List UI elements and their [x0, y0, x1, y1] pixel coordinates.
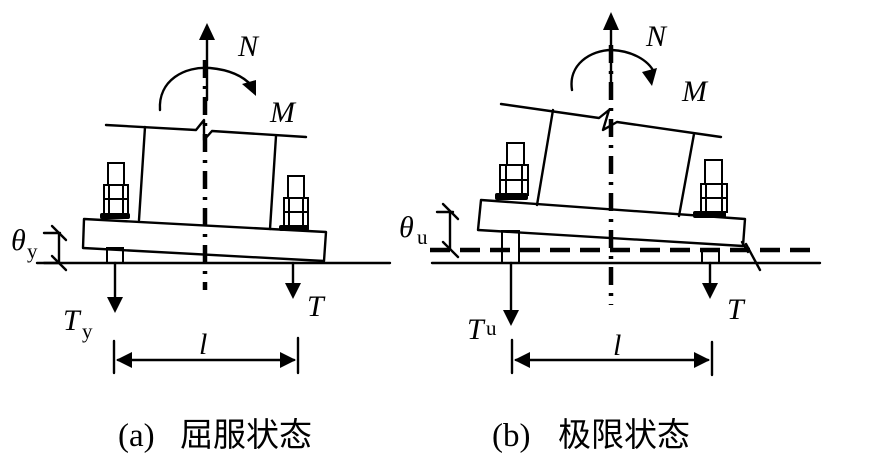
base-plate — [476, 198, 747, 248]
caption-text: 屈服状态 — [180, 417, 312, 454]
span-arrowhead-left-icon — [116, 352, 132, 368]
column-break-line — [499, 102, 723, 139]
moment-arrowhead-icon — [242, 80, 256, 96]
rotation-indicator — [42, 224, 68, 272]
axial-force-label: N — [237, 30, 260, 63]
span-arrowhead-left-icon — [514, 352, 530, 368]
base-plate — [81, 217, 328, 263]
caption-label: (a) — [118, 418, 155, 454]
moment-label: M — [269, 96, 297, 129]
moment-label: M — [681, 75, 709, 108]
panel-a-yield-state: N M θ y T y T l (a) 屈服状态 — [11, 23, 392, 454]
right-tension-arrowhead-icon — [285, 283, 301, 299]
right-tension-symbol: T — [307, 290, 326, 323]
nut-right — [279, 175, 309, 231]
span-arrowhead-right-icon — [694, 352, 710, 368]
nut-left — [100, 162, 130, 219]
rotation-symbol: θ — [11, 224, 26, 257]
anchor-bolt-left — [501, 230, 520, 264]
caption-label: (b) — [492, 418, 530, 454]
axial-force-label: N — [645, 20, 668, 53]
moment-arrowhead-icon — [642, 68, 657, 86]
span-symbol: l — [613, 329, 621, 362]
axial-force-arrowhead-icon — [199, 23, 215, 40]
column-flange-right — [677, 132, 696, 218]
nut-right — [693, 159, 728, 218]
span-symbol: l — [199, 328, 207, 361]
moment-arc — [570, 48, 656, 92]
left-tension-subscript: u — [486, 316, 497, 340]
column-flange-right — [268, 134, 278, 231]
right-tension-arrowhead-icon — [702, 283, 718, 299]
panel-b-ultimate-state: N M θ u T u T l (b) 极限状态 — [399, 12, 822, 454]
rotation-subscript: u — [417, 225, 428, 249]
rotation-indicator — [435, 202, 762, 272]
column-break-line — [104, 118, 308, 142]
right-tension-symbol: T — [727, 293, 746, 326]
moment-arc — [158, 66, 254, 112]
axial-force-arrowhead-icon — [603, 12, 619, 30]
left-tension-subscript: y — [82, 319, 93, 343]
left-tension-arrowhead-icon — [107, 297, 123, 313]
caption-text: 极限状态 — [558, 417, 690, 454]
rotation-subscript: y — [27, 239, 38, 263]
nut-left — [495, 142, 529, 200]
column-flange-left — [137, 125, 147, 222]
span-arrowhead-right-icon — [280, 352, 296, 368]
left-tension-symbol: T — [467, 313, 486, 346]
left-tension-arrowhead-icon — [503, 310, 519, 326]
rotation-symbol: θ — [399, 211, 414, 244]
column-flange-left — [535, 108, 555, 207]
left-tension-symbol: T — [63, 304, 82, 337]
